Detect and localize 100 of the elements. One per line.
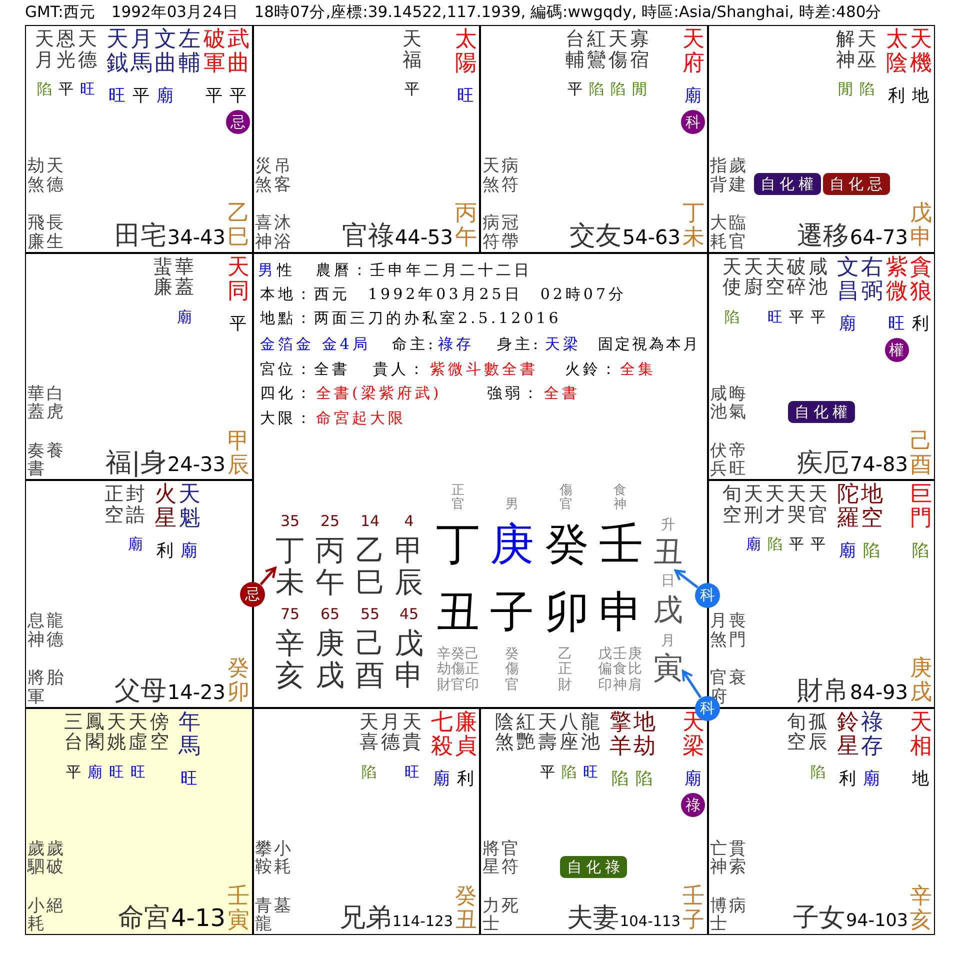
age-range: 104-113 [620, 915, 680, 932]
pillar-char: 丑 [436, 588, 480, 639]
brightness-label: 平 [810, 535, 826, 553]
pillar-label: 正官 [451, 484, 465, 513]
info-text: 宮位：全書 [260, 360, 350, 378]
star-name: 天才 [765, 484, 784, 526]
pillar-char: 癸 [545, 520, 589, 571]
circle-badge: 忌 [226, 110, 250, 134]
brightness-label: 平 [788, 308, 804, 326]
palace-cell [708, 252, 935, 480]
star-name: 祿存 [860, 710, 883, 759]
age-range: 24-33 [167, 453, 226, 476]
star-name: 胎 [46, 669, 64, 688]
info-text: 四化： [260, 384, 314, 402]
brightness-label: 陷 [561, 762, 576, 780]
star-name: 墓 [274, 896, 291, 916]
star-name: 天同 [227, 256, 250, 304]
star-name: 將軍 [27, 669, 44, 706]
star-name: 伏兵 [710, 442, 727, 479]
brightness-label: 陷 [859, 80, 874, 98]
star-name: 恩光 [56, 29, 76, 71]
star-name: 絕 [46, 896, 64, 916]
brightness-label: 廟 [863, 768, 880, 789]
palace-name: 疾厄 [796, 449, 849, 479]
star-name: 吊客 [274, 157, 291, 194]
palace-cell [708, 25, 935, 252]
brightness-label: 利 [912, 314, 929, 334]
brightness-label: 閒 [632, 80, 647, 98]
brightness-label: 陷 [767, 535, 782, 553]
star-name: 地空 [860, 483, 883, 532]
star-name: 鈴星 [836, 710, 859, 759]
star-name: 火星 [154, 483, 176, 532]
star-name: 小耗 [27, 896, 44, 934]
brightness-label: 平 [66, 762, 81, 780]
brightness-label: 地 [912, 86, 929, 106]
star-name: 太陰 [886, 28, 908, 76]
pillar-char: 子 [490, 588, 534, 639]
pillar-label: 男 [505, 498, 519, 512]
age-number: 75 [280, 606, 300, 622]
age-number: 55 [360, 606, 380, 622]
info-text: 貴人： [373, 360, 427, 378]
star-name: 文曲 [154, 28, 176, 76]
brightness-label: 陷 [724, 308, 740, 326]
star-name: 天煞 [482, 157, 500, 194]
pillar-char: 申 [599, 588, 643, 639]
star-name: 左輔 [178, 28, 200, 76]
star-name: 陰煞 [494, 712, 514, 754]
info-text: 全集 [620, 360, 656, 378]
star-name: 晦氣 [728, 384, 746, 422]
hidden-stem: 癸傷官 [450, 647, 465, 694]
info-text: 身主: [497, 335, 542, 353]
star-name: 月德 [380, 712, 400, 754]
info-text: 本地：西元 1992年03月25日 02時07分 [260, 285, 627, 303]
star-name: 紅艷 [516, 712, 536, 754]
star-name: 華蓋 [174, 256, 194, 298]
star-name: 傍空 [150, 712, 169, 754]
brightness-label: 平 [206, 86, 222, 106]
hidden-stem: 庚比肩 [628, 647, 642, 694]
star-name: 破軍 [203, 28, 226, 76]
palace-name: 命宮 [118, 904, 170, 934]
brightness-label: 旺 [767, 308, 782, 326]
hidden-stem: 戊偏印 [598, 647, 612, 694]
stem-branch: 癸丑 [454, 884, 477, 933]
circle-badge: 忌 [240, 582, 265, 606]
star-name: 奏書 [27, 442, 44, 479]
stem-branch: 辛亥 [275, 627, 305, 692]
star-name: 天壽 [538, 712, 557, 754]
brightness-label: 平 [58, 80, 74, 98]
palace-cell [25, 25, 252, 252]
brightness-label: 旺 [108, 762, 124, 780]
brightness-label: 廟 [684, 86, 702, 106]
circle-badge: 科 [681, 110, 705, 134]
age-range: 64-73 [850, 226, 908, 248]
palace-cell [252, 25, 480, 252]
brightness-label: 廟 [128, 535, 143, 553]
stem-branch: 丙午 [315, 534, 345, 599]
branch-char: 戌 [653, 594, 683, 628]
stem-branch: 壬寅 [227, 884, 250, 933]
brightness-label: 旺 [582, 762, 598, 780]
brightness-label: 廟 [156, 86, 174, 106]
star-name: 紫微 [886, 256, 908, 304]
age-range: 44-53 [394, 226, 453, 248]
brightness-label: 陷 [636, 768, 652, 789]
star-name: 劫煞 [27, 157, 44, 194]
star-name: 天德 [78, 29, 97, 71]
star-name: 將星 [482, 840, 500, 877]
star-name: 文昌 [836, 256, 859, 304]
star-name: 病 [728, 896, 746, 916]
star-name: 天官 [808, 484, 828, 526]
brightness-label: 陷 [912, 541, 929, 562]
info-text: 火鈴： [565, 360, 619, 378]
pillar-char: 卯 [545, 588, 589, 639]
star-name: 天魁 [178, 483, 200, 532]
arrow [260, 566, 276, 586]
brightness-label: 利 [156, 541, 174, 562]
star-name: 旬空 [722, 484, 742, 526]
star-name: 台輔 [565, 29, 584, 71]
stem-branch: 戊申 [394, 627, 424, 692]
age-number: 45 [399, 606, 419, 622]
star-name: 七殺 [430, 710, 453, 759]
